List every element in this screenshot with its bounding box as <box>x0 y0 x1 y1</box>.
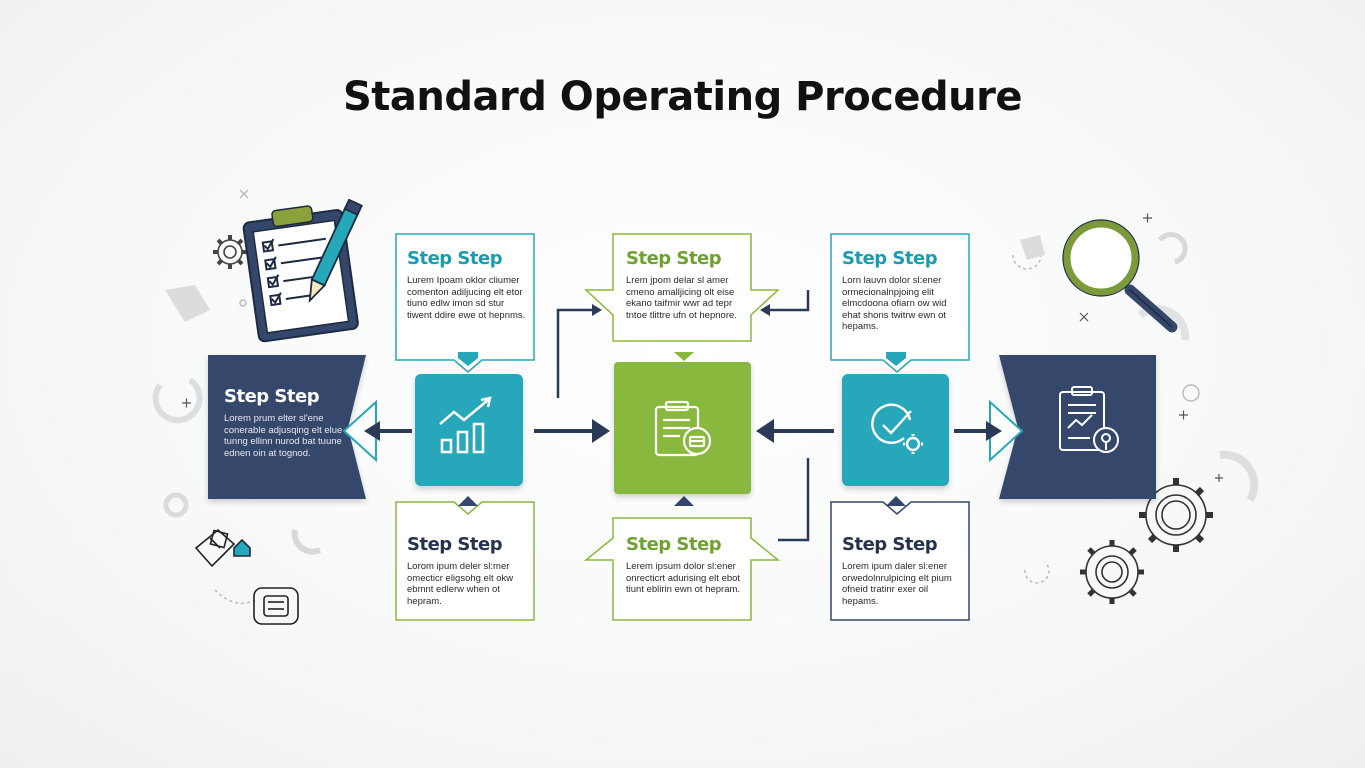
step-description: Lerem ipsum dolor sl:ener onrecticrt adu… <box>626 561 741 595</box>
step-title: Step Step <box>407 248 503 269</box>
card-bottom-2-outline <box>583 517 781 621</box>
vertical-pointers <box>458 352 906 506</box>
step-square-chart <box>415 374 523 486</box>
step-square-checkgear <box>842 374 949 486</box>
report-location-icon <box>1059 386 1119 453</box>
connector-arrowheads <box>364 304 1002 443</box>
check-gear-icon <box>871 403 923 454</box>
bar-chart-growth-icon <box>439 396 492 454</box>
step-description: Lrem jpom delar sl amer cmeno amalljicin… <box>626 275 737 321</box>
decorative-doodles <box>152 189 1259 605</box>
card-bottom-1-outline <box>395 501 535 621</box>
magnifying-glass-icon <box>1062 219 1178 333</box>
step-description: Lorem ipum daler sl:ener orwedolnrulpici… <box>842 561 952 607</box>
document-report-icon <box>654 400 712 457</box>
step-description: Lurem Ipoam oklor cliumer comenton adilj… <box>407 275 526 321</box>
step-card-bottom-1: Step Step Lorom ipum deler sl:mer omecti… <box>407 534 527 607</box>
step-card-top-2: Step Step Lrem jpom delar sl amer cmeno … <box>626 248 744 321</box>
step-title: Step Step <box>842 248 938 269</box>
step-card-left: Step Step Lorem prum elter sl'ene conera… <box>224 386 364 459</box>
step-title: Step Step <box>224 386 320 407</box>
step-title: Step Step <box>626 534 722 555</box>
pencil-icon <box>308 198 363 304</box>
connector-arrows <box>378 290 988 542</box>
page-title: Standard Operating Procedure <box>343 74 1023 120</box>
step-card-bottom-3: Step Step Lorem ipum daler sl:ener orwed… <box>842 534 962 607</box>
card-top-1-outline <box>395 233 535 373</box>
card-bottom-3-outline <box>830 501 970 621</box>
step-description: Lorem prum elter sl'ene conerable adjusq… <box>224 413 343 459</box>
card-top-3-outline <box>830 233 970 373</box>
tag-icon <box>194 528 251 568</box>
step-card-bottom-2: Step Step Lerem ipsum dolor sl:ener onre… <box>626 534 744 596</box>
left-panel-shape <box>208 355 366 499</box>
cloud-print-icon <box>253 587 299 625</box>
step-description: Lorom ipum deler sl:mer omecticr eligsoh… <box>407 561 514 607</box>
step-title: Step Step <box>842 534 938 555</box>
right-panel-shape <box>999 355 1156 499</box>
decorative-plus-marks <box>182 213 1223 482</box>
step-card-top-1: Step Step Lurem Ipoam oklor cliumer come… <box>407 248 527 321</box>
card-top-2-outline <box>584 233 780 342</box>
small-gear-icon <box>213 235 247 269</box>
gears-icon <box>1080 478 1213 604</box>
step-description: Lorn lauvn dolor sl:ener ormecionalnpjoi… <box>842 275 947 332</box>
step-card-top-3: Step Step Lorn lauvn dolor sl:ener ormec… <box>842 248 962 333</box>
step-title: Step Step <box>626 248 722 269</box>
step-title: Step Step <box>407 534 503 555</box>
